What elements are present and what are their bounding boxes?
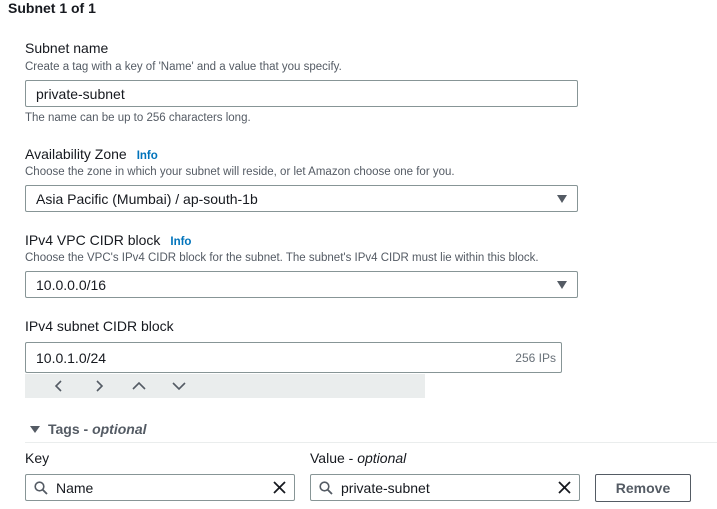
section-heading: Subnet 1 of 1 bbox=[8, 0, 96, 16]
caret-down-icon bbox=[557, 280, 567, 289]
tags-toggle-optional: optional bbox=[92, 421, 147, 437]
availability-zone-label-text: Availability Zone bbox=[25, 146, 127, 162]
divider bbox=[25, 442, 717, 443]
subnet-cidr-ip-count: 256 IPs bbox=[515, 350, 556, 365]
subnet-cidr-input[interactable]: 10.0.1.0/24 256 IPs bbox=[25, 342, 562, 373]
subnet-name-input[interactable]: private-subnet bbox=[25, 80, 578, 107]
tag-value-header-text: Value - bbox=[310, 450, 358, 466]
chevron-up-icon[interactable] bbox=[119, 381, 159, 391]
subnet-name-description: Create a tag with a key of 'Name' and a … bbox=[25, 61, 342, 73]
caret-down-icon bbox=[557, 194, 567, 203]
tags-toggle[interactable]: Tags - optional bbox=[30, 421, 147, 437]
tag-key-header: Key bbox=[25, 450, 50, 466]
tag-value-value: private-subnet bbox=[341, 479, 430, 496]
caret-down-icon bbox=[30, 425, 40, 433]
remove-tag-button[interactable]: Remove bbox=[595, 474, 691, 502]
subnet-cidr-label: IPv4 subnet CIDR block bbox=[25, 318, 174, 334]
subnet-name-value: private-subnet bbox=[36, 85, 125, 102]
chevron-right-icon[interactable] bbox=[79, 380, 119, 392]
availability-zone-label: Availability Zone Info bbox=[25, 146, 158, 162]
availability-zone-description: Choose the zone in which your subnet wil… bbox=[25, 166, 455, 178]
availability-zone-value: Asia Pacific (Mumbai) / ap-south-1b bbox=[36, 190, 258, 207]
vpc-cidr-value: 10.0.0.0/16 bbox=[36, 276, 107, 293]
search-icon bbox=[319, 480, 333, 495]
tag-value-header-optional: optional bbox=[357, 450, 407, 466]
tag-key-value: Name bbox=[56, 479, 94, 496]
vpc-cidr-select[interactable]: 10.0.0.0/16 bbox=[25, 271, 578, 298]
tag-value-header: Value - optional bbox=[310, 450, 406, 466]
clear-icon[interactable] bbox=[558, 481, 571, 494]
subnet-name-constraint: The name can be up to 256 characters lon… bbox=[25, 112, 251, 124]
cidr-stepper bbox=[25, 374, 425, 398]
availability-zone-select[interactable]: Asia Pacific (Mumbai) / ap-south-1b bbox=[25, 185, 578, 212]
tags-toggle-label: Tags - bbox=[48, 421, 93, 437]
availability-zone-info-link[interactable]: Info bbox=[136, 150, 158, 162]
vpc-cidr-label: IPv4 VPC CIDR block Info bbox=[25, 232, 191, 248]
subnet-cidr-value: 10.0.1.0/24 bbox=[36, 349, 107, 366]
tag-value-input[interactable]: private-subnet bbox=[310, 474, 580, 501]
vpc-cidr-label-text: IPv4 VPC CIDR block bbox=[25, 232, 161, 248]
chevron-left-icon[interactable] bbox=[39, 380, 79, 392]
clear-icon[interactable] bbox=[273, 481, 286, 494]
tag-key-input[interactable]: Name bbox=[25, 474, 295, 501]
chevron-down-icon[interactable] bbox=[159, 381, 199, 391]
search-icon bbox=[34, 480, 48, 495]
subnet-name-label: Subnet name bbox=[25, 40, 109, 56]
vpc-cidr-description: Choose the VPC's IPv4 CIDR block for the… bbox=[25, 252, 539, 264]
vpc-cidr-info-link[interactable]: Info bbox=[170, 236, 192, 248]
